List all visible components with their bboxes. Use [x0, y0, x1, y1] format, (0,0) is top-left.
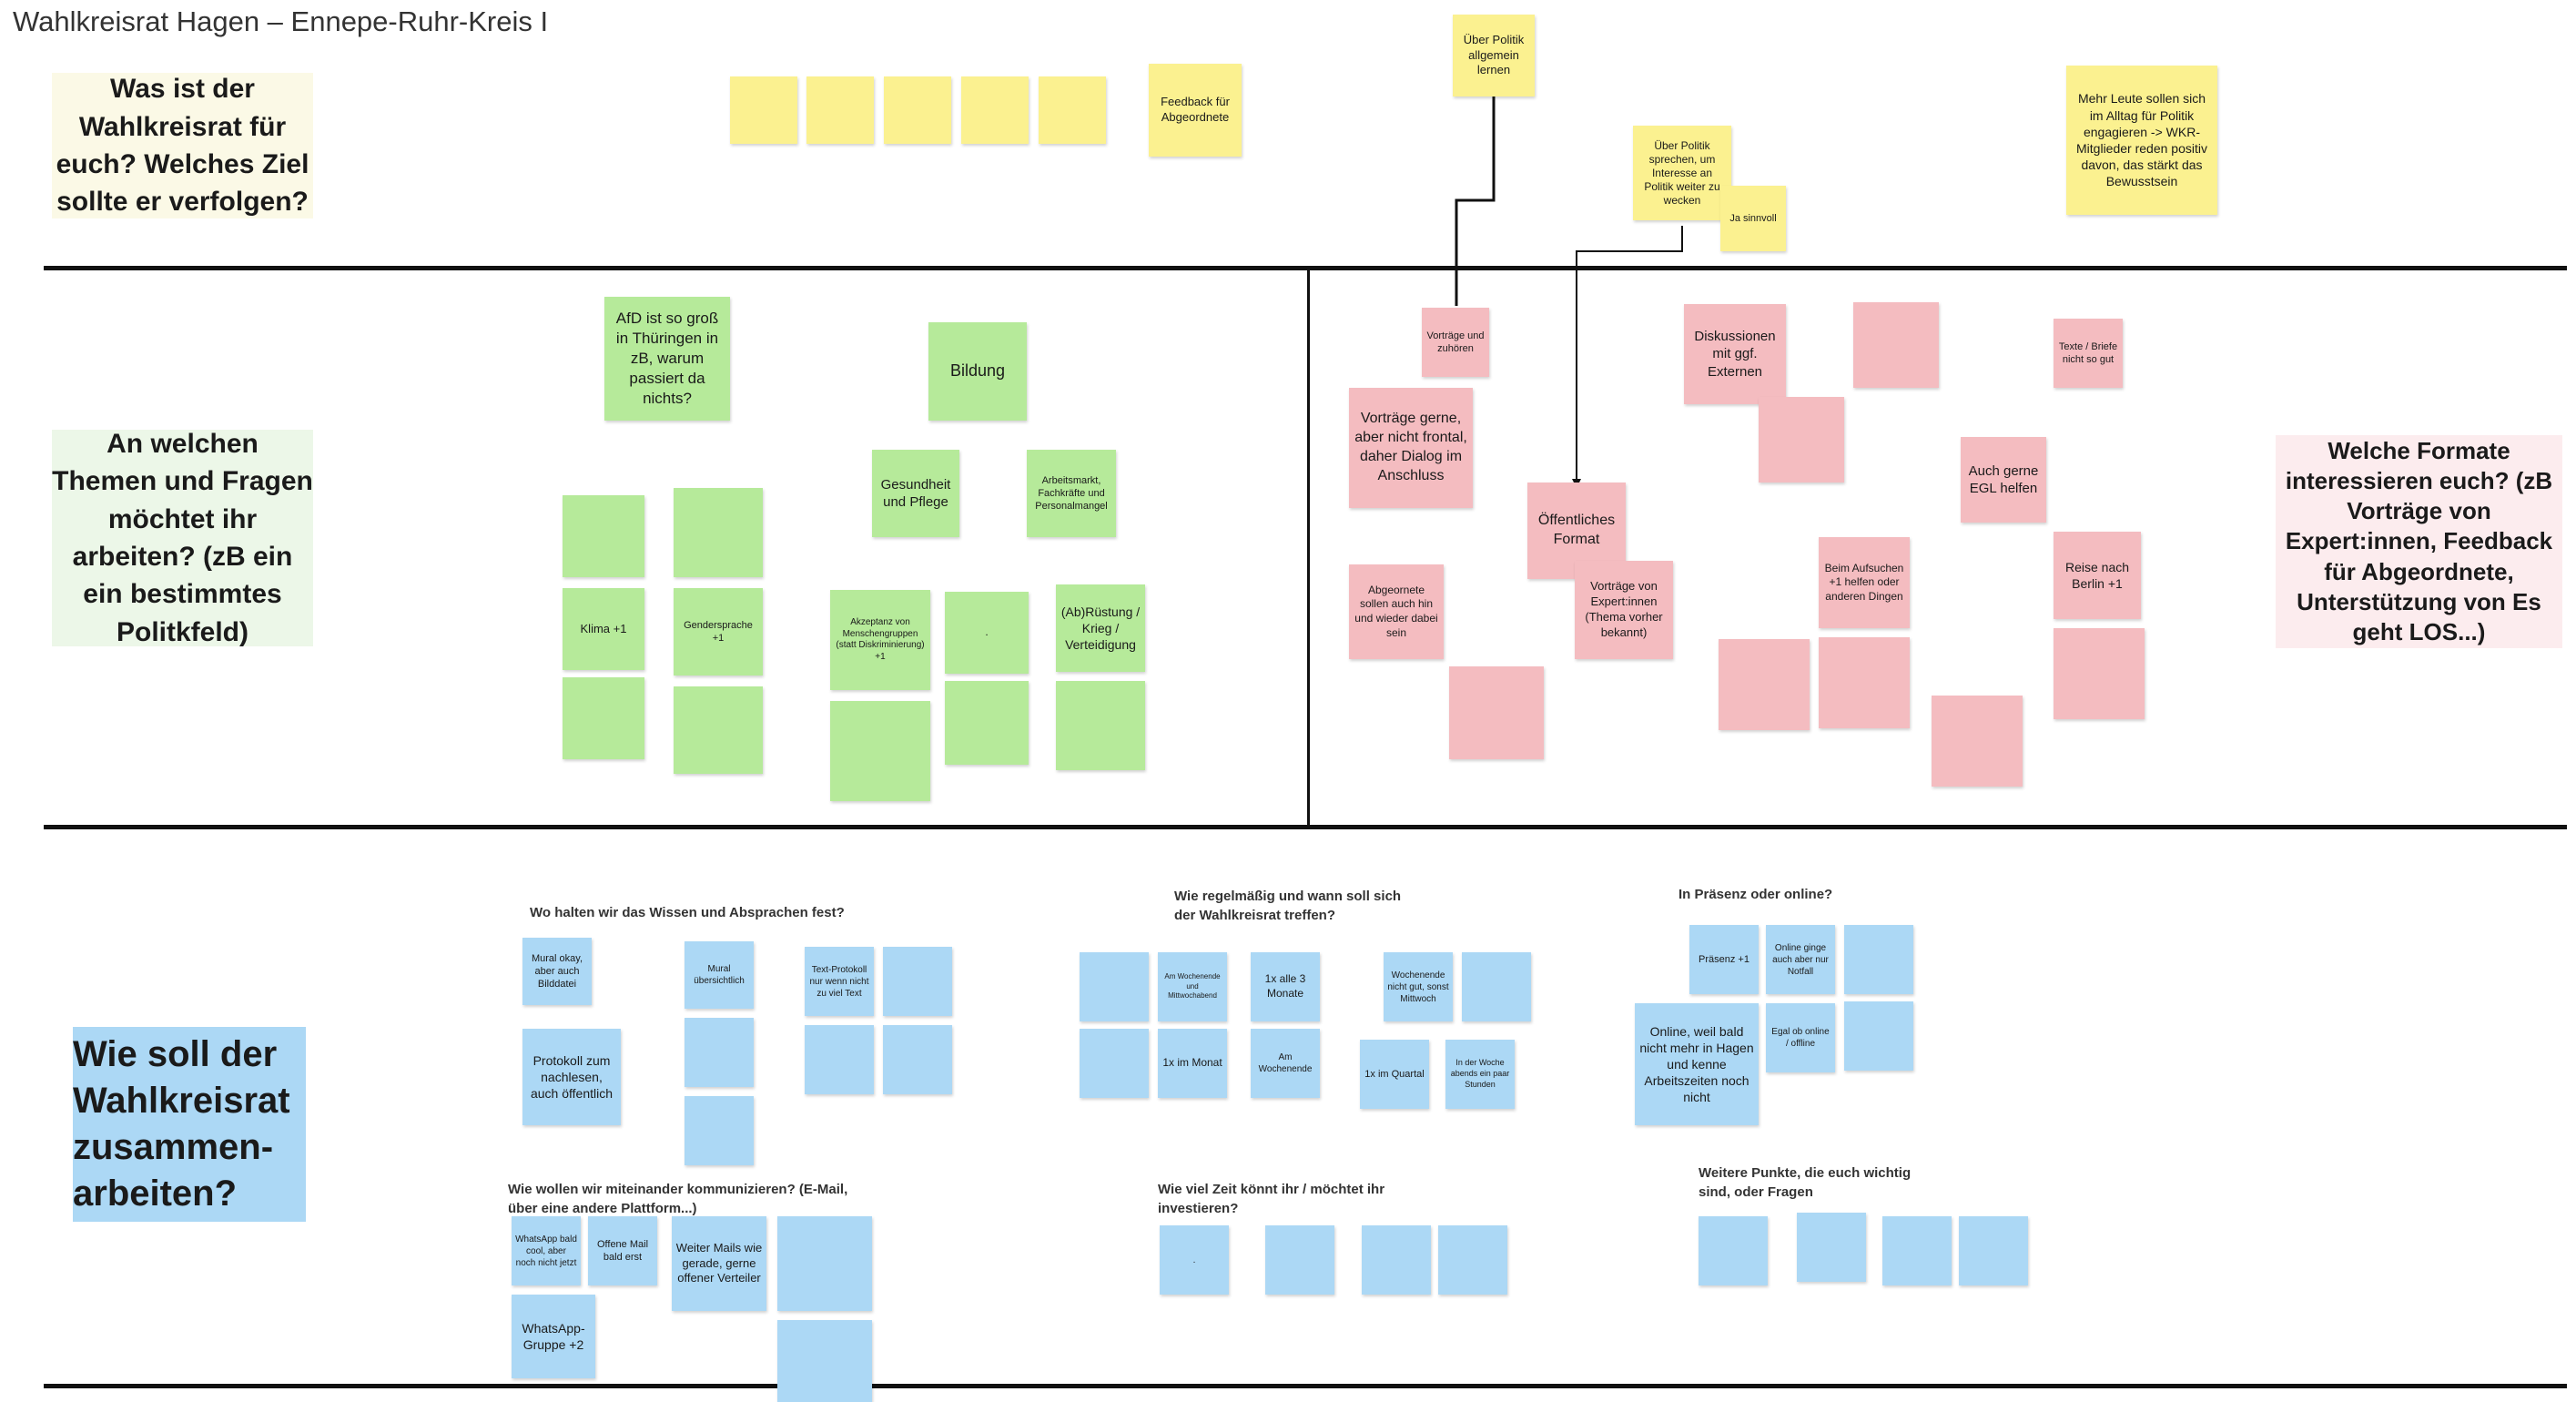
sticky-note[interactable]	[674, 488, 763, 577]
sticky-note[interactable]	[685, 1096, 754, 1165]
label-praesenz: In Präsenz oder online?	[1678, 887, 1833, 902]
sticky-note[interactable]	[1699, 1216, 1768, 1285]
row-divider-2	[44, 825, 2567, 829]
sticky-note-quartal[interactable]: 1x im Quartal	[1360, 1040, 1429, 1109]
sticky-note-online-bald[interactable]: Online, weil bald nicht mehr in Hagen un…	[1635, 1003, 1759, 1125]
column-divider	[1307, 268, 1310, 827]
sticky-note-ruestung[interactable]: (Ab)Rüstung / Krieg / Verteidigung	[1056, 584, 1145, 672]
sticky-note[interactable]	[1265, 1225, 1334, 1295]
heading-row2: An welchen Themen und Fragen möchtet ihr…	[52, 428, 313, 647]
sticky-note-vortraege-zuhoeren[interactable]: Vorträge und zuhören	[1422, 308, 1489, 377]
sticky-note-monat[interactable]: 1x im Monat	[1158, 1029, 1227, 1098]
sticky-note[interactable]	[2054, 628, 2145, 719]
sticky-note-protokoll[interactable]: Protokoll zum nachlesen, auch öffentlich	[522, 1029, 621, 1125]
row-divider-3	[44, 1384, 2567, 1388]
sticky-note[interactable]	[1759, 397, 1844, 483]
sticky-note-ja-sinnvoll[interactable]: Ja sinnvoll	[1720, 186, 1786, 251]
sticky-note[interactable]	[1844, 925, 1913, 994]
sticky-note-klima[interactable]: Klima +1	[563, 588, 644, 670]
heading-row3: Wie soll der Wahlkreisrat zusammen-arbei…	[73, 1027, 306, 1222]
sticky-note-zeit-dot[interactable]: .	[1160, 1225, 1229, 1295]
sticky-note[interactable]	[961, 76, 1029, 144]
sticky-note[interactable]	[806, 76, 874, 144]
sticky-note-feedback[interactable]: Feedback für Abgeordnete	[1149, 64, 1242, 157]
sticky-note-wochenende-nicht-gut[interactable]: Wochenende nicht gut, sonst Mittwoch	[1384, 952, 1453, 1021]
sticky-note[interactable]	[777, 1216, 872, 1311]
sticky-note-whatsapp-cool[interactable]: WhatsApp bald cool, aber noch nicht jetz…	[512, 1216, 581, 1285]
sticky-note[interactable]	[1462, 952, 1531, 1021]
sticky-note-bildung[interactable]: Bildung	[928, 322, 1027, 421]
sticky-note-offene-mail[interactable]: Offene Mail bald erst	[588, 1216, 657, 1285]
sticky-note[interactable]	[1797, 1213, 1866, 1282]
sticky-note[interactable]	[685, 1018, 754, 1087]
label-zeit: Wie viel Zeit könnt ihr / möchtet ihr in…	[1158, 1182, 1385, 1216]
label-wissen: Wo halten wir das Wissen und Absprachen …	[530, 905, 845, 920]
sticky-note[interactable]	[945, 681, 1029, 765]
sticky-note-am-wochenende-mittwoch[interactable]: Am Wochenende und Mittwochabend	[1158, 952, 1227, 1021]
sticky-note[interactable]	[1438, 1225, 1507, 1295]
sticky-note[interactable]	[1449, 666, 1544, 759]
sticky-note[interactable]	[1080, 1029, 1149, 1098]
sticky-note[interactable]	[1853, 302, 1939, 388]
sticky-note-mehr-leute[interactable]: Mehr Leute sollen sich im Alltag für Pol…	[2066, 66, 2217, 215]
sticky-note-expertinnen[interactable]: Vorträge von Expert:innen (Thema vorher …	[1575, 561, 1673, 659]
sticky-note-beim-aufsuchen[interactable]: Beim Aufsuchen +1 helfen oder anderen Di…	[1819, 537, 1910, 628]
sticky-note[interactable]	[563, 495, 644, 577]
sticky-note-arbeitsmarkt[interactable]: Arbeitsmarkt, Fachkräfte und Personalman…	[1027, 450, 1116, 537]
sticky-note[interactable]	[1959, 1216, 2028, 1285]
sticky-note-mural-uebersichtlich[interactable]: Mural übersichtlich	[685, 941, 754, 1009]
sticky-note[interactable]	[674, 686, 763, 774]
sticky-note[interactable]	[830, 701, 930, 801]
sticky-note-am-wochenende[interactable]: Am Wochenende	[1251, 1029, 1320, 1098]
sticky-note-alle-3-monate[interactable]: 1x alle 3 Monate	[1251, 952, 1320, 1021]
sticky-note[interactable]	[1056, 681, 1145, 770]
sticky-note-afd[interactable]: AfD ist so groß in Thüringen in zB, waru…	[604, 297, 730, 421]
heading-row1: Was ist der Wahlkreisrat für euch? Welch…	[52, 73, 313, 218]
row-divider-1	[44, 266, 2567, 270]
sticky-note-egl[interactable]: Auch gerne EGL helfen	[1961, 437, 2046, 523]
sticky-note-abends[interactable]: In der Woche abends ein paar Stunden	[1445, 1040, 1515, 1109]
label-regelmaessig: Wie regelmäßig und wann soll sich der Wa…	[1174, 889, 1402, 923]
sticky-note-gesundheit[interactable]: Gesundheit und Pflege	[872, 450, 959, 537]
sticky-note[interactable]	[1039, 76, 1106, 144]
sticky-note-texte[interactable]: Texte / Briefe nicht so gut	[2054, 319, 2123, 388]
sticky-note-abgeordnete[interactable]: Abgeornete sollen auch hin und wieder da…	[1349, 564, 1444, 659]
sticky-note-text-protokoll[interactable]: Text-Protokoll nur wenn nicht zu viel Te…	[805, 947, 874, 1016]
sticky-note-gendersprache[interactable]: Gendersprache +1	[674, 588, 763, 676]
sticky-note-weiter-mails[interactable]: Weiter Mails wie gerade, gerne offener V…	[672, 1216, 766, 1311]
sticky-note-vortraege-dialog[interactable]: Vorträge gerne, aber nicht frontal, dahe…	[1349, 388, 1473, 508]
sticky-note[interactable]	[1932, 696, 2023, 787]
sticky-note[interactable]	[777, 1320, 872, 1402]
sticky-note-egal[interactable]: Egal ob online / offline	[1766, 1003, 1835, 1072]
sticky-note-interesse[interactable]: Über Politik sprechen, um Interesse an P…	[1633, 126, 1731, 220]
sticky-note-reise[interactable]: Reise nach Berlin +1	[2054, 532, 2141, 619]
sticky-note[interactable]	[1844, 1001, 1913, 1071]
sticky-note[interactable]	[563, 677, 644, 759]
sticky-note-diskussionen[interactable]: Diskussionen mit ggf. Externen	[1684, 304, 1786, 404]
sticky-note[interactable]	[805, 1025, 874, 1094]
sticky-note[interactable]	[1080, 952, 1149, 1021]
sticky-note-politik-lernen[interactable]: Über Politik allgemein lernen	[1453, 15, 1535, 97]
sticky-note[interactable]	[1882, 1216, 1952, 1285]
sticky-note-online-notfall[interactable]: Online ginge auch aber nur Notfall	[1766, 925, 1835, 994]
label-kommunizieren: Wie wollen wir miteinander kommunizieren…	[508, 1182, 848, 1216]
sticky-note-whatsapp-gruppe[interactable]: WhatsApp-Gruppe +2	[512, 1295, 595, 1378]
sticky-note[interactable]	[884, 76, 951, 144]
heading-formats: Welche Formate interessieren euch? (zB V…	[2276, 435, 2562, 648]
sticky-note[interactable]	[883, 947, 952, 1016]
board-title: Wahlkreisrat Hagen – Ennepe-Ruhr-Kreis I	[13, 5, 549, 37]
sticky-note[interactable]	[1719, 639, 1810, 730]
sticky-note-dot[interactable]: .	[945, 592, 1029, 674]
sticky-note[interactable]	[883, 1025, 952, 1094]
sticky-note-mural-okay[interactable]: Mural okay, aber auch Bilddatei	[522, 938, 592, 1005]
sticky-note[interactable]	[1819, 637, 1910, 728]
sticky-note-praesenz[interactable]: Präsenz +1	[1689, 925, 1759, 994]
label-weitere: Weitere Punkte, die euch wichtig sind, o…	[1699, 1165, 1912, 1200]
sticky-note[interactable]	[730, 76, 797, 144]
sticky-note-akzeptanz[interactable]: Akzeptanz von Menschengruppen (statt Dis…	[830, 590, 930, 690]
sticky-note[interactable]	[1362, 1225, 1431, 1295]
